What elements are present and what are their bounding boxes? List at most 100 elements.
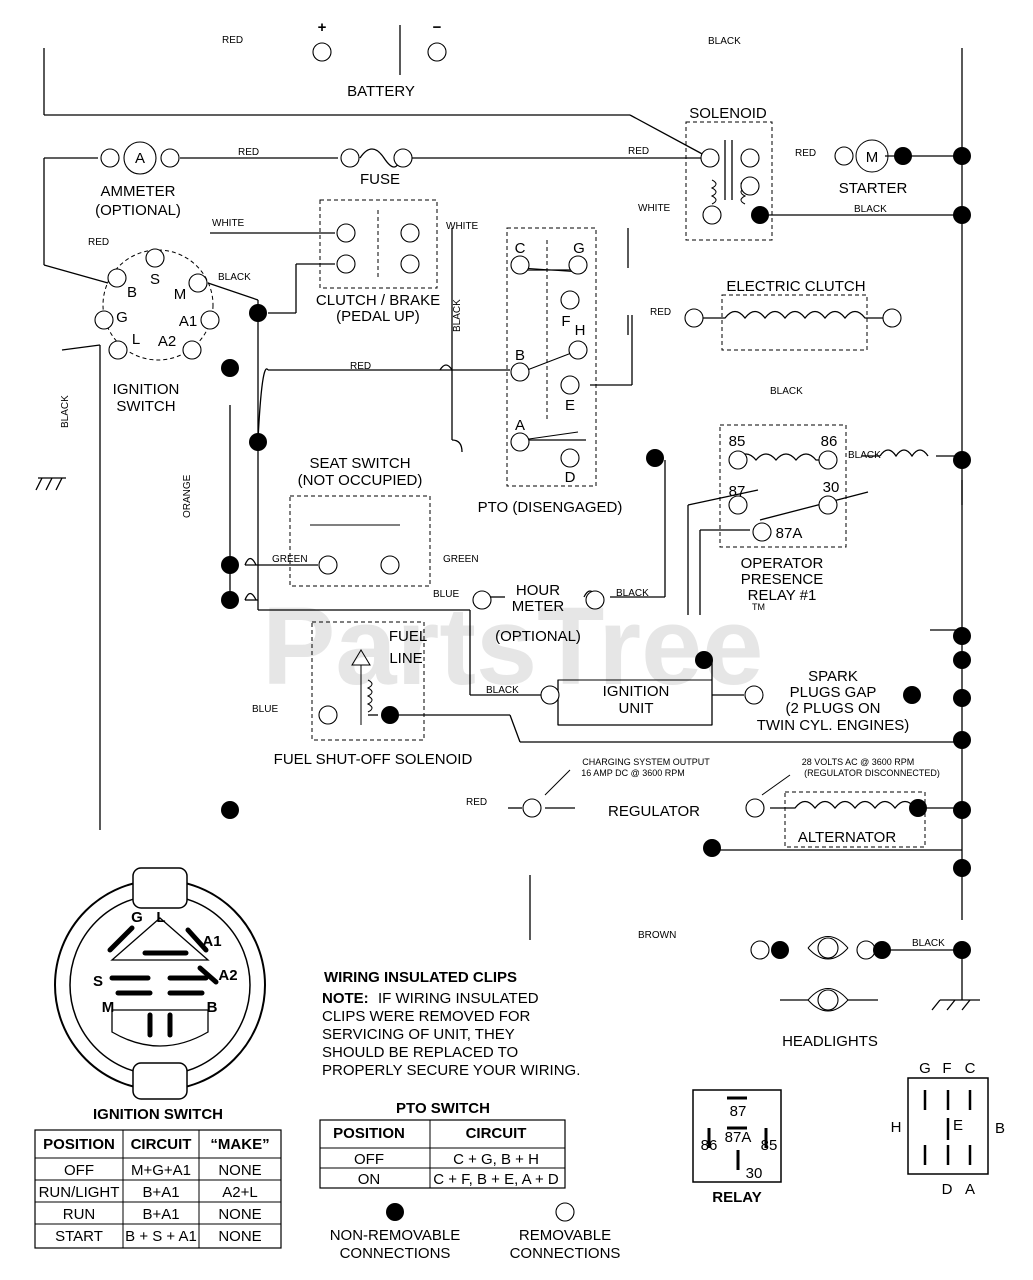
ign-th-0: POSITION xyxy=(43,1136,115,1153)
alternator-coil xyxy=(770,800,932,810)
ign-term-S: S xyxy=(150,271,160,288)
pto-face: G F C H B E D A xyxy=(891,1060,1005,1198)
alternator-note-1: 28 VOLTS AC @ 3600 RPM xyxy=(802,757,915,767)
ign-td-1-0: RUN/LIGHT xyxy=(39,1184,120,1201)
relay-pin-87a: 87A xyxy=(776,525,803,542)
pto-th-0: POSITION xyxy=(333,1125,405,1142)
wire-orange: ORANGE xyxy=(182,474,193,518)
relay-label-2: PRESENCE xyxy=(741,571,824,588)
pto-term-H: H xyxy=(575,322,586,339)
electric-clutch-coil xyxy=(700,310,885,320)
headlight-symbols xyxy=(780,936,878,1012)
hour-meter-label-1: HOUR xyxy=(516,582,560,599)
ign-td-1-1: B+A1 xyxy=(142,1184,179,1201)
pto-term-B: B xyxy=(515,347,525,364)
ign-face-A2: A2 xyxy=(218,967,237,984)
relay-pin-86: 86 xyxy=(821,433,838,450)
pto-td-0-1: C + G, B + H xyxy=(453,1151,539,1168)
battery-minus: − xyxy=(433,19,442,36)
ignition-switch-face: G L A1 S A2 M B xyxy=(54,867,266,1100)
clips-title: WIRING INSULATED CLIPS xyxy=(324,969,517,986)
ammeter-sub: (OPTIONAL) xyxy=(95,202,181,219)
relay-pin-87: 87 xyxy=(729,483,746,500)
wire-black-mid: BLACK xyxy=(770,386,803,397)
relay-face-30: 30 xyxy=(746,1165,763,1182)
wire-black-hour: BLACK xyxy=(616,588,649,599)
wire-red-reg: RED xyxy=(466,797,487,808)
wire-red-top: RED xyxy=(222,35,243,46)
clutch-brake-label-2: (PEDAL UP) xyxy=(336,308,420,325)
pto-face-D: D xyxy=(942,1181,953,1198)
ign-td-3-1: B + S + A1 xyxy=(125,1228,197,1245)
relay-coil xyxy=(735,453,826,462)
wire-red-pto: RED xyxy=(350,361,371,372)
insulated-clips-note: WIRING INSULATED CLIPS NOTE: IF WIRING I… xyxy=(322,969,580,1079)
relay-face-87: 87 xyxy=(730,1103,747,1120)
ignition-unit-label-1: IGNITION xyxy=(603,683,670,700)
clips-note-bold: NOTE: xyxy=(322,990,369,1007)
relay-face: 87 87A 86 85 30 RELAY xyxy=(692,1089,782,1206)
ign-label-2: SWITCH xyxy=(116,398,175,415)
relay-face-87a: 87A xyxy=(725,1129,752,1146)
ign-term-L: L xyxy=(132,331,140,348)
regulator-leader xyxy=(544,769,571,796)
spark-line-2: PLUGS GAP xyxy=(790,684,877,701)
regulator-label: REGULATOR xyxy=(608,803,700,820)
wire-black-starter: BLACK xyxy=(854,204,887,215)
ammeter-label: AMMETER xyxy=(101,183,176,200)
pto-term-E: E xyxy=(565,397,575,414)
connections-legend: NON-REMOVABLE CONNECTIONS REMOVABLE CONN… xyxy=(330,1227,621,1262)
component-labels: + − BATTERY SOLENOID A AMMETER (OPTIONAL… xyxy=(95,19,940,1050)
relay-pin-85: 85 xyxy=(729,433,746,450)
regulator-note-2: 16 AMP DC @ 3600 RPM xyxy=(581,768,685,778)
alternator-note-2: (REGULATOR DISCONNECTED) xyxy=(804,768,940,778)
pto-term-C: C xyxy=(515,240,526,257)
pto-term-G: G xyxy=(573,240,585,257)
pto-table-title: PTO SWITCH xyxy=(396,1100,490,1117)
legend-filled-dot xyxy=(386,1203,404,1221)
pto-term-A: A xyxy=(515,417,525,434)
ignition-switch-outline xyxy=(102,249,214,361)
wire-black-relay: BLACK xyxy=(848,450,881,461)
ign-th-2: “MAKE” xyxy=(210,1136,269,1153)
wire-green-1: GREEN xyxy=(272,554,308,565)
ign-td-3-2: NONE xyxy=(218,1228,261,1245)
relay-contact-arm xyxy=(759,491,869,521)
wire-red-ign: RED xyxy=(88,237,109,248)
relay-face-85: 85 xyxy=(761,1137,778,1154)
clips-line-3: SERVICING OF UNIT, THEY xyxy=(322,1026,515,1043)
ign-table-title: IGNITION SWITCH xyxy=(93,1106,223,1123)
ign-face-M: M xyxy=(102,999,115,1016)
pto-face-H: H xyxy=(891,1119,902,1136)
legend-removable-2: CONNECTIONS xyxy=(510,1245,621,1262)
wire-black-pto: BLACK xyxy=(452,299,463,332)
legend-open-dot xyxy=(555,1202,575,1222)
wire-labels: RED BLACK RED RED RED WHITE BLACK RED WH… xyxy=(60,35,945,949)
pto-face-A: A xyxy=(965,1181,975,1198)
component-boxes xyxy=(289,121,926,848)
battery-label: BATTERY xyxy=(347,83,415,100)
legend-nonremovable-2: CONNECTIONS xyxy=(340,1245,451,1262)
pto-td-1-0: ON xyxy=(358,1171,381,1188)
clutch-brake-label-1: CLUTCH / BRAKE xyxy=(316,292,440,309)
wire-red-amm: RED xyxy=(238,147,259,158)
pto-face-C: C xyxy=(965,1060,976,1077)
ign-term-G: G xyxy=(116,309,128,326)
legend-removable-1: REMOVABLE xyxy=(519,1227,611,1244)
pto-td-1-1: C + F, B + E, A + D xyxy=(433,1171,559,1188)
ign-td-0-1: M+G+A1 xyxy=(131,1162,191,1179)
ign-face-A1: A1 xyxy=(202,933,221,950)
fuel-line-label-2: LINE xyxy=(389,650,422,667)
ign-td-0-2: NONE xyxy=(218,1162,261,1179)
ign-td-2-1: B+A1 xyxy=(142,1206,179,1223)
relay-face-label: RELAY xyxy=(712,1189,761,1206)
clips-line-5: PROPERLY SECURE YOUR WIRING. xyxy=(322,1062,580,1079)
ign-term-B: B xyxy=(127,284,137,301)
ammeter-circle xyxy=(123,141,157,175)
fuel-solenoid-label: FUEL SHUT-OFF SOLENOID xyxy=(274,751,473,768)
hour-meter-label-3: (OPTIONAL) xyxy=(495,628,581,645)
ign-face-L: L xyxy=(156,909,165,926)
clips-line-2: CLIPS WERE REMOVED FOR xyxy=(322,1008,531,1025)
ign-face-S: S xyxy=(93,973,103,990)
